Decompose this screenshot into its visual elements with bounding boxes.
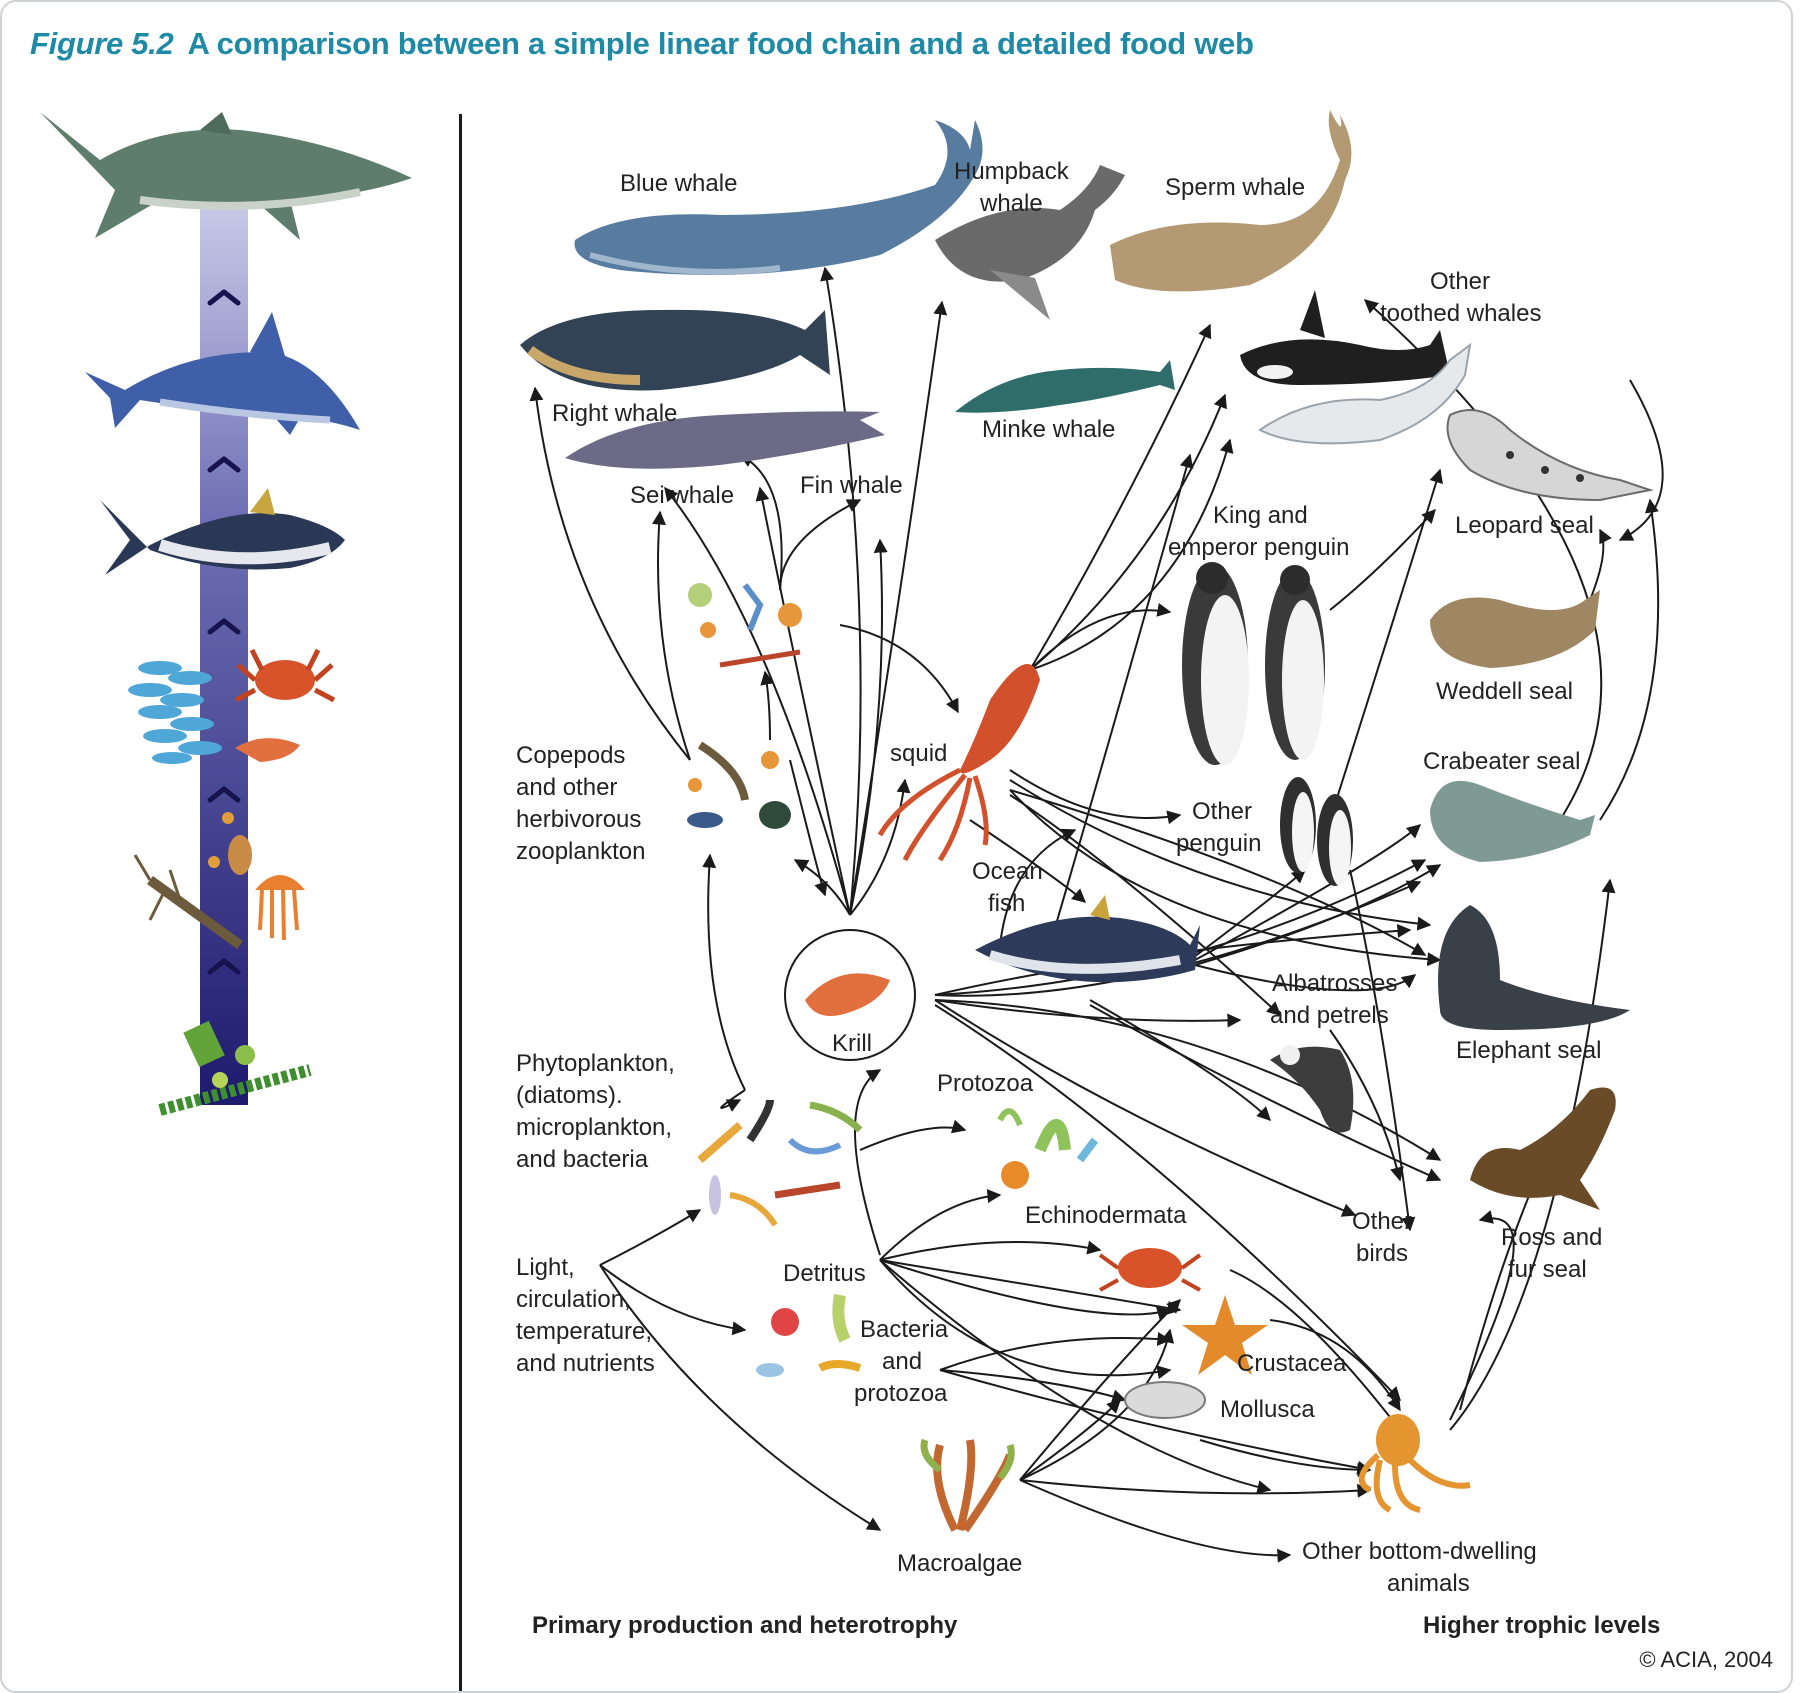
label-right-whale: Right whale bbox=[552, 398, 677, 430]
macroalgae-icon bbox=[924, 1440, 1011, 1530]
label-elephant-seal: Elephant seal bbox=[1456, 1035, 1601, 1067]
elephant-seal-icon bbox=[1438, 905, 1630, 1030]
label-phyto-3: microplankton, bbox=[516, 1112, 672, 1144]
protozoa-icon bbox=[1000, 1111, 1095, 1189]
label-copepods-3: herbivorous bbox=[516, 804, 641, 836]
label-other-toothed-2: toothed whales bbox=[1380, 298, 1541, 330]
label-protozoa: Protozoa bbox=[937, 1068, 1033, 1100]
right-whale-icon bbox=[520, 310, 830, 391]
label-copepods-2: and other bbox=[516, 772, 617, 804]
octopus-icon bbox=[1362, 1414, 1470, 1510]
weddell-seal-icon bbox=[1430, 590, 1600, 668]
copepods-icon bbox=[687, 745, 791, 829]
bacteria-icon bbox=[756, 1295, 860, 1377]
label-albatross-1: Albatrosses bbox=[1272, 968, 1397, 1000]
label-light-2: circulation, bbox=[516, 1284, 631, 1316]
mollusc-icon bbox=[1125, 1382, 1205, 1418]
label-king-penguin-2: emperor penguin bbox=[1168, 532, 1349, 564]
label-higher-trophic: Higher trophic levels bbox=[1423, 1610, 1660, 1642]
label-detritus: Detritus bbox=[783, 1258, 866, 1290]
label-other-toothed-1: Other bbox=[1430, 266, 1490, 298]
label-sperm-whale: Sperm whale bbox=[1165, 172, 1305, 204]
label-other-birds-1: Other bbox=[1352, 1206, 1412, 1238]
label-phyto-1: Phytoplankton, bbox=[516, 1048, 675, 1080]
label-minke-whale: Minke whale bbox=[982, 414, 1115, 446]
label-echinodermata: Echinodermata bbox=[1025, 1200, 1186, 1232]
crabeater-seal-icon bbox=[1430, 781, 1595, 862]
label-ocean-fish-1: Ocean bbox=[972, 856, 1043, 888]
label-light-4: and nutrients bbox=[516, 1348, 655, 1380]
label-crabeater-seal: Crabeater seal bbox=[1423, 746, 1580, 778]
label-macroalgae: Macroalgae bbox=[897, 1548, 1022, 1580]
minke-whale-icon bbox=[955, 360, 1175, 413]
label-primary-production: Primary production and heterotrophy bbox=[532, 1610, 957, 1642]
label-fin-whale: Fin whale bbox=[800, 470, 903, 502]
label-sei-whale: Sei whale bbox=[630, 480, 734, 512]
label-ross-seal-2: fur seal bbox=[1508, 1254, 1587, 1286]
label-other-birds-2: birds bbox=[1356, 1238, 1408, 1270]
label-phyto-2: (diatoms). bbox=[516, 1080, 623, 1112]
label-copepods-1: Copepods bbox=[516, 740, 625, 772]
label-albatross-2: and petrels bbox=[1270, 1000, 1389, 1032]
label-bacteria-3: protozoa bbox=[854, 1378, 947, 1410]
label-crustacea: Crustacea bbox=[1237, 1348, 1346, 1380]
label-humpback-whale-1: Humpback bbox=[954, 156, 1069, 188]
label-humpback-whale-2: whale bbox=[980, 188, 1043, 220]
label-squid: squid bbox=[890, 738, 947, 770]
king-penguin-icon bbox=[1182, 562, 1325, 765]
label-blue-whale: Blue whale bbox=[620, 168, 737, 200]
label-mollusca: Mollusca bbox=[1220, 1394, 1315, 1426]
label-phyto-4: and bacteria bbox=[516, 1144, 648, 1176]
other-penguin-icon bbox=[1280, 777, 1353, 886]
label-weddell-seal: Weddell seal bbox=[1436, 676, 1573, 708]
label-ross-seal-1: Ross and bbox=[1501, 1222, 1602, 1254]
copyright-notice: © ACIA, 2004 bbox=[1639, 1647, 1773, 1673]
label-copepods-4: zooplankton bbox=[516, 836, 645, 868]
leopard-seal-icon bbox=[1448, 410, 1651, 500]
label-bacteria-1: Bacteria bbox=[860, 1314, 948, 1346]
label-king-penguin-1: King and bbox=[1213, 500, 1308, 532]
label-leopard-seal: Leopard seal bbox=[1455, 510, 1594, 542]
label-bottom-1: Other bottom-dwelling bbox=[1302, 1536, 1537, 1568]
phytoplankton-cluster-icon bbox=[700, 1100, 860, 1225]
label-krill: Krill bbox=[832, 1028, 872, 1060]
label-bacteria-2: and bbox=[882, 1346, 922, 1378]
label-other-penguin-1: Other bbox=[1192, 796, 1252, 828]
label-light-1: Light, bbox=[516, 1252, 575, 1284]
label-bottom-2: animals bbox=[1387, 1568, 1470, 1600]
echinoderm-crab-icon bbox=[1100, 1248, 1200, 1290]
label-other-penguin-2: penguin bbox=[1176, 828, 1261, 860]
label-ocean-fish-2: fish bbox=[988, 888, 1025, 920]
label-light-3: temperature, bbox=[516, 1316, 652, 1348]
fur-seal-icon bbox=[1470, 1088, 1616, 1211]
zooplankton-cluster-icon bbox=[688, 583, 802, 665]
